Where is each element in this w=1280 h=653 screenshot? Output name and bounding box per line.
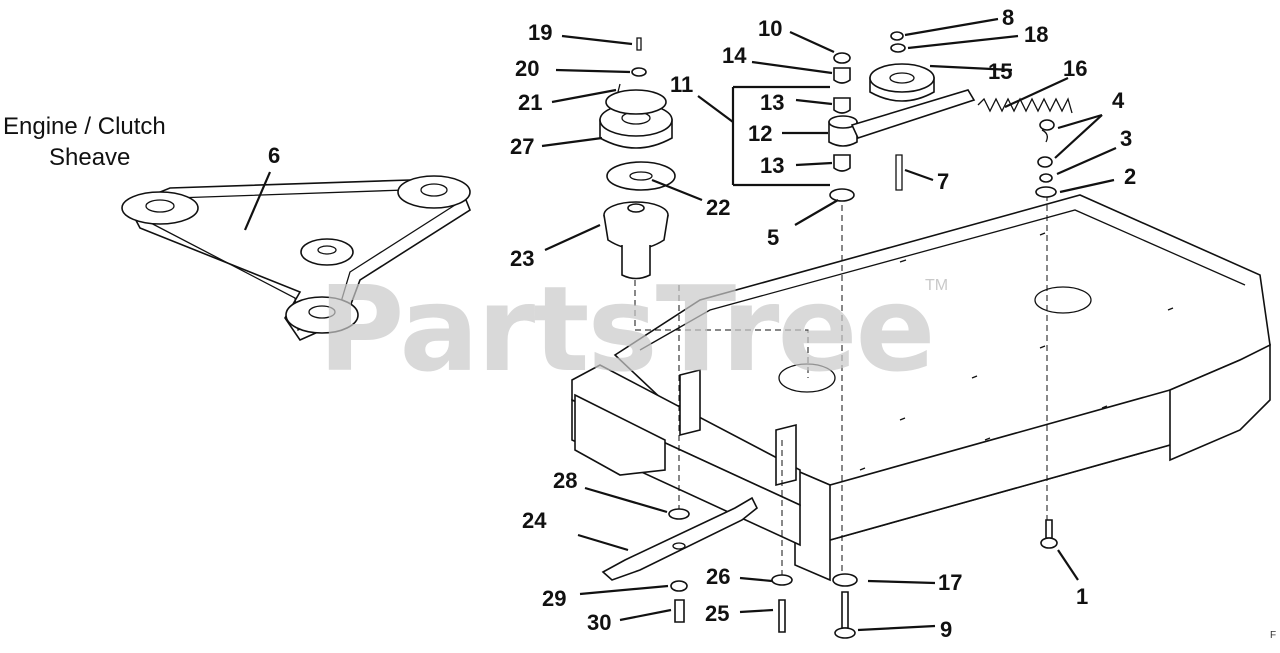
- engine-clutch-label-line1: Engine / Clutch: [3, 113, 166, 140]
- callout-9: 9: [940, 617, 952, 642]
- corner-mark: F: [1270, 630, 1276, 641]
- idler-pulley: [300, 238, 354, 266]
- callout-29: 29: [542, 586, 566, 611]
- center-pulley: [285, 296, 359, 334]
- callout-23: 23: [510, 246, 534, 271]
- spring: [977, 97, 1073, 143]
- deck-side-skirt: [574, 393, 666, 476]
- callout-5: 5: [767, 225, 779, 250]
- callout-14: 14: [722, 43, 747, 68]
- mower-blade: [601, 496, 759, 581]
- callout-15: 15: [988, 59, 1012, 84]
- callout-4: 4: [1112, 88, 1125, 113]
- callout-18: 18: [1024, 22, 1048, 47]
- belt-assembly: [121, 175, 471, 342]
- callout-13-lower: 13: [760, 153, 784, 178]
- callout-28: 28: [553, 468, 577, 493]
- callout-6: 6: [268, 143, 280, 168]
- mower-deck: [571, 194, 1271, 582]
- callout-12: 12: [748, 121, 772, 146]
- leader-lines: [243, 17, 1117, 632]
- callout-20: 20: [515, 56, 539, 81]
- callout-25: 25: [705, 601, 729, 626]
- watermark-text: PartsTree: [318, 260, 934, 398]
- engine-clutch-label-line2: Sheave: [49, 144, 130, 171]
- callout-1: 1: [1076, 584, 1088, 609]
- right-pulley: [397, 175, 471, 209]
- left-pulley: [121, 191, 199, 225]
- callout-16: 16: [1063, 56, 1087, 81]
- callout-30: 30: [587, 610, 611, 635]
- callout-2: 2: [1124, 164, 1136, 189]
- bottom-hardware: [668, 508, 1058, 639]
- callout-3: 3: [1120, 126, 1132, 151]
- callout-11: 11: [670, 72, 693, 97]
- callout-10: 10: [758, 16, 782, 41]
- callout-27: 27: [510, 134, 534, 159]
- idler-arm: [850, 31, 976, 191]
- spindle-stack: [599, 37, 676, 280]
- callout-24: 24: [522, 508, 547, 533]
- deck-front-rail: [571, 364, 801, 507]
- right-hardware: [1035, 119, 1057, 198]
- callout-22: 22: [706, 195, 730, 220]
- watermark-trademark: TM: [925, 277, 948, 294]
- callout-21: 21: [518, 90, 542, 115]
- callout-7: 7: [937, 169, 949, 194]
- callout-19: 19: [528, 20, 552, 45]
- callout-26: 26: [706, 564, 730, 589]
- assembly-lines: [634, 195, 1048, 580]
- callout-13-upper: 13: [760, 90, 784, 115]
- callout-8: 8: [1002, 5, 1014, 30]
- idler-stack: [828, 52, 858, 202]
- callouts: 6 19 20 21 27 22 23 10 14 11 13 12 13 5 …: [268, 5, 1136, 642]
- callout-17: 17: [938, 570, 962, 595]
